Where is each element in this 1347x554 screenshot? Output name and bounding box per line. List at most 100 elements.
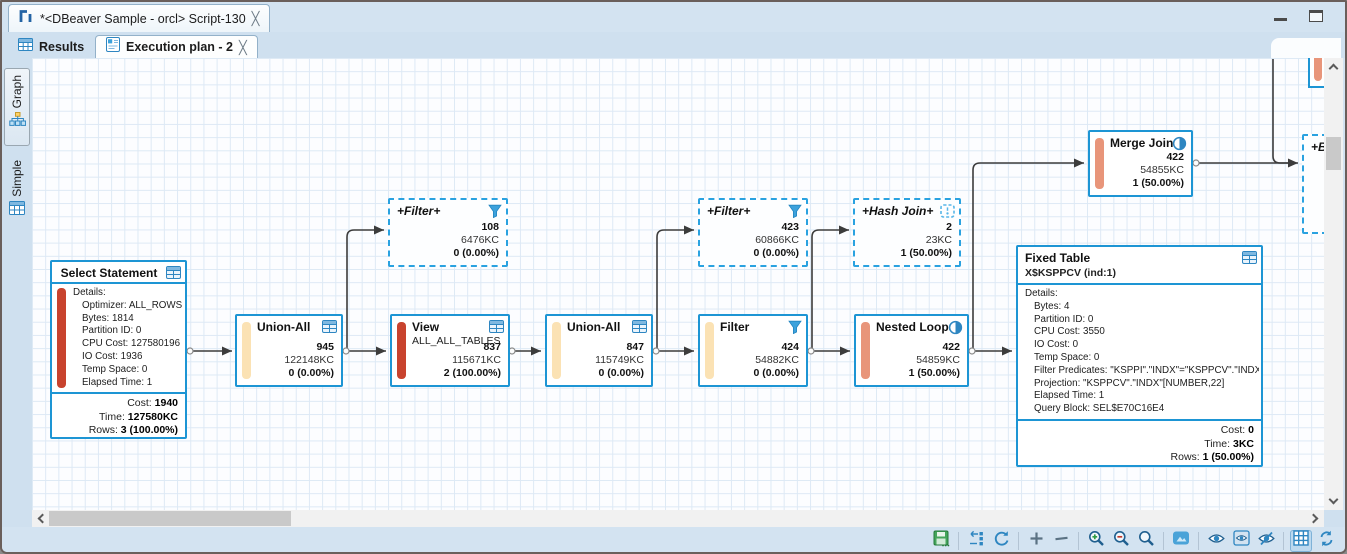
- adaptive-icon: [940, 204, 955, 223]
- undo-icon: [993, 530, 1010, 552]
- refresh-plan-button[interactable]: [990, 530, 1012, 552]
- zoom-reset-button[interactable]: [1135, 530, 1157, 552]
- table-icon: [632, 320, 647, 338]
- cost-bar: [861, 322, 870, 379]
- node-title: +Filter+: [397, 204, 441, 218]
- cost-bar: [242, 322, 251, 379]
- simple-icon: [9, 200, 25, 220]
- node-title: +Hash Join+: [862, 204, 934, 218]
- show-focused-button[interactable]: [1230, 530, 1252, 552]
- settings-button[interactable]: [965, 530, 987, 552]
- save-image-button[interactable]: [930, 530, 952, 552]
- zoom-out-button[interactable]: [1110, 530, 1132, 552]
- view-switcher-strip: Graph Simple: [2, 58, 32, 510]
- clipped-node-top-right: [1308, 58, 1324, 88]
- node-title: Union-All: [567, 320, 621, 334]
- cost-bar: [1095, 138, 1104, 189]
- node-title: Filter: [720, 320, 750, 334]
- arrange-icon: [1318, 530, 1335, 552]
- node-title: Nested Loops: [876, 320, 956, 334]
- node-title: Fixed Table: [1025, 251, 1091, 265]
- zoom-in-button[interactable]: [1085, 530, 1107, 552]
- node-object: ALL_ALL_TABLES: [412, 335, 501, 347]
- side-tab-simple[interactable]: Simple: [4, 154, 30, 240]
- zoom-reset-icon: [1138, 530, 1155, 552]
- tab-results[interactable]: Results: [8, 35, 94, 58]
- tab-bar-corner: [1271, 38, 1341, 58]
- cost-bar: [552, 322, 561, 379]
- scroll-right-button[interactable]: [1307, 510, 1324, 527]
- join-icon: [1172, 136, 1187, 156]
- cost-bar: [397, 322, 406, 379]
- zoom-in-icon: [1088, 530, 1105, 552]
- toolbar-separator: [1163, 531, 1164, 550]
- save-icon: [933, 530, 950, 552]
- tab-execution-plan[interactable]: Execution plan - 2 ╳: [95, 35, 258, 58]
- node-object: X$KSPPCV (ind:1): [1025, 267, 1117, 279]
- table-icon: [322, 320, 337, 338]
- close-tab-icon[interactable]: ╳: [251, 11, 260, 26]
- thumbnail-view-button[interactable]: [1170, 530, 1192, 552]
- vertical-scrollbar[interactable]: [1324, 58, 1343, 510]
- side-tab-graph[interactable]: Graph: [4, 68, 30, 146]
- result-tab-bar: Results Execution plan - 2 ╳: [2, 32, 1345, 58]
- plan-node-partial-node[interactable]: +B: [1302, 134, 1324, 234]
- funnel-icon: [788, 204, 802, 223]
- vertical-scroll-thumb[interactable]: [1326, 137, 1341, 170]
- scroll-up-button[interactable]: [1324, 58, 1343, 75]
- scroll-left-button[interactable]: [32, 510, 49, 527]
- auto-layout-button[interactable]: [1315, 530, 1337, 552]
- editor-tab-script[interactable]: *<DBeaver Sample - orcl> Script-130 ╳: [8, 4, 271, 32]
- table-icon: [489, 320, 504, 338]
- node-title: +B: [1311, 140, 1324, 154]
- dbeaver-logo-icon: [17, 8, 34, 30]
- window-controls: [1274, 10, 1323, 22]
- table-icon: [166, 266, 181, 284]
- hide-button[interactable]: [1255, 530, 1277, 552]
- collapse-button[interactable]: [1050, 530, 1072, 552]
- toggle-grid-button[interactable]: [1290, 529, 1312, 552]
- funnel-icon: [488, 204, 502, 223]
- horizontal-scroll-thumb[interactable]: [49, 511, 291, 526]
- thumbnail-icon: [1172, 530, 1190, 551]
- join-icon: [948, 320, 963, 340]
- maximize-button[interactable]: [1309, 10, 1323, 22]
- close-plan-tab-icon[interactable]: ╳: [238, 39, 247, 55]
- plan-toolbar: [930, 527, 1337, 552]
- horizontal-scrollbar[interactable]: [32, 510, 1324, 527]
- node-title: Union-All: [257, 320, 311, 334]
- results-grid-icon: [18, 37, 33, 56]
- scroll-down-button[interactable]: [1324, 493, 1343, 510]
- status-bar: [2, 527, 1345, 552]
- table-icon: [1242, 251, 1257, 269]
- eye-box-icon: [1232, 530, 1250, 551]
- node-title: Select Statement: [60, 266, 158, 280]
- graph-icon: [8, 112, 26, 132]
- expand-button[interactable]: [1025, 530, 1047, 552]
- minimize-button[interactable]: [1274, 18, 1287, 21]
- horizontal-scrollbar-row: [2, 510, 1345, 527]
- show-all-button[interactable]: [1205, 530, 1227, 552]
